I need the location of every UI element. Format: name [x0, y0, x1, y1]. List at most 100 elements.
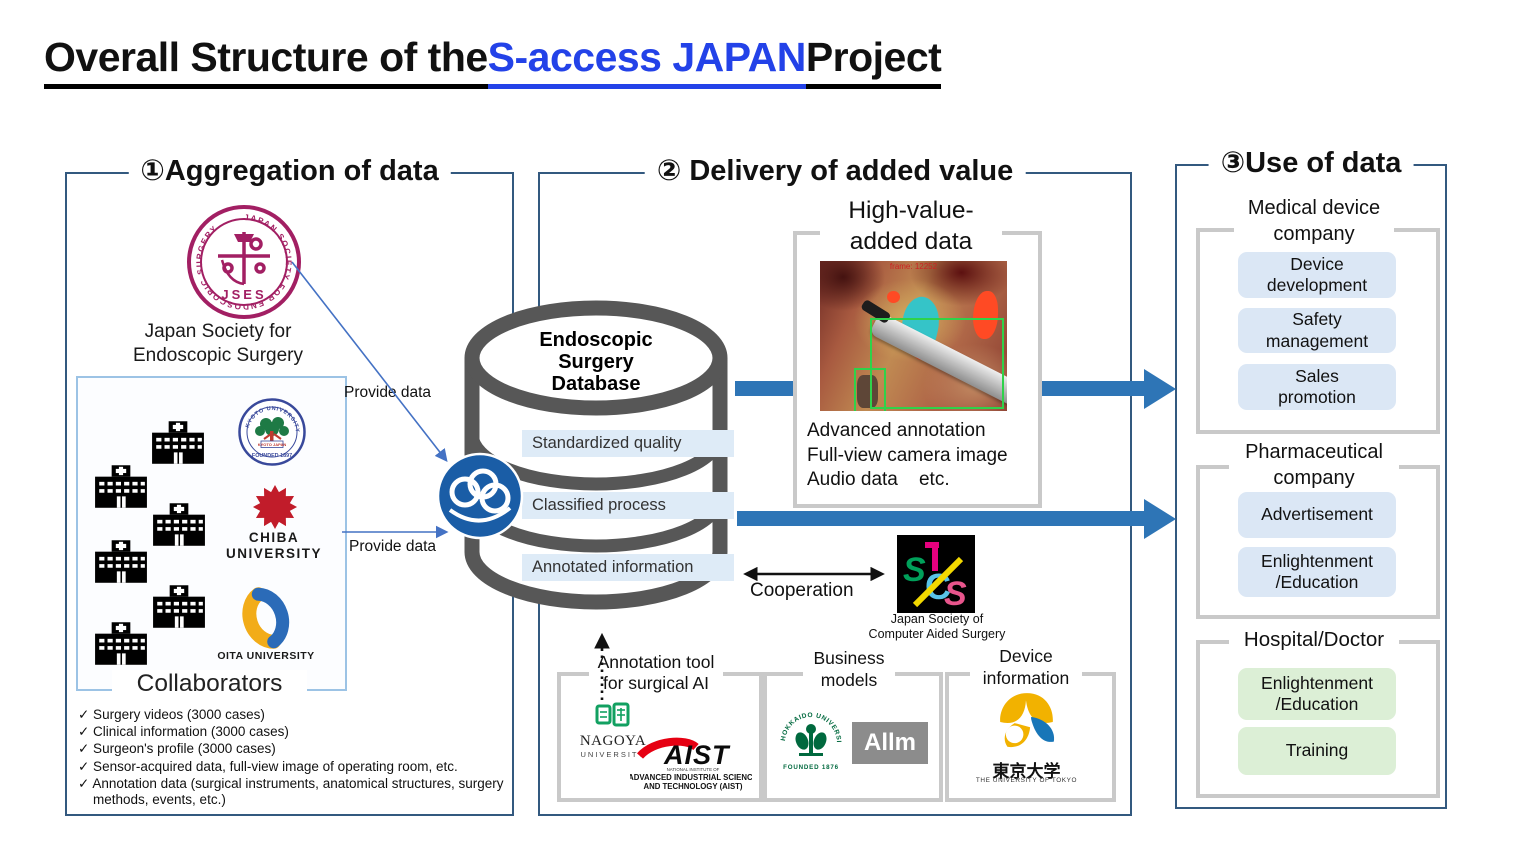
database-band-annotated: Annotated information [522, 554, 734, 581]
nagoya-emblem-icon [595, 702, 630, 727]
hospital-icon [95, 540, 147, 583]
oita-university-logo-icon [242, 587, 290, 649]
checklist-item: ✓ Sensor-acquired data, full-view image … [78, 758, 458, 774]
database-title-line2: Surgery [558, 351, 634, 373]
kyoto-university-logo-icon: KYOTO UNIVERSITY KYOTO JAPAN FOUNDED 189… [238, 398, 306, 466]
business-models-title: Business models [803, 648, 895, 692]
jses-society-logo-icon: JAPAN SOCIETY FOR ENDOSCOPIC SURGERY JSE… [187, 205, 301, 319]
pill-line: development [1266, 275, 1368, 295]
tissue-dark-patch [857, 375, 878, 408]
database-title-line1: Endoscopic [539, 329, 652, 351]
jscas-caption-line1: Japan Society of [890, 612, 984, 626]
utokyo-ginkgo-logo-icon [1000, 693, 1055, 748]
jscas-logo-icon: S C S [897, 535, 975, 613]
jses-acronym: JSES [221, 287, 266, 302]
checklist-item: ✓ Surgery videos (3000 cases) [78, 707, 265, 722]
use-item-sales-promotion: Sales promotion [1238, 364, 1396, 410]
pill-line: management [1265, 330, 1369, 351]
aist-line3: AND TECHNOLOGY (AIST) [643, 782, 742, 791]
database-band-standardized: Standardized quality [522, 430, 734, 457]
pill-line: Training [1285, 740, 1349, 761]
hokkaido-founded-text: FOUNDED 1876 [783, 764, 839, 771]
data-checklist: ✓ Surgery videos (3000 cases) ✓ Clinical… [78, 707, 513, 809]
medical-device-company-title: Medical device company [1234, 196, 1394, 248]
pill-line: promotion [1278, 387, 1356, 407]
jses-society-name: Japan Society for Endoscopic Surgery [132, 321, 304, 366]
jscas-caption: Japan Society of Computer Aided Surgery [862, 612, 1012, 642]
segmentation-red-overlay [973, 291, 998, 339]
pharmaceutical-company-title: Pharmaceutical company [1229, 440, 1399, 492]
use-item-enlightenment-education-hospital: Enlightenment /Education [1238, 668, 1396, 720]
high-value-feature-list: Advanced annotation Full-view camera ima… [807, 419, 1008, 493]
use-item-advertisement: Advertisement [1238, 492, 1396, 538]
chiba-university-logo-icon [252, 484, 298, 530]
aist-logo: AIST NATIONAL INSTITUTE OF ADVANCED INDU… [630, 737, 752, 791]
annotated-surgery-image: frame: 12252 [820, 261, 1007, 411]
provide-data-label-bottom: Provide data [349, 538, 437, 555]
hospital-icon [153, 585, 205, 628]
page-title-part1: Overall Structure of the [44, 34, 488, 89]
chiba-university-name: CHIBA UNIVERSITY [225, 530, 322, 561]
pill-line: Safety [1292, 309, 1342, 330]
nagoya-university-logo: NAGOYA UNIVERSITY [567, 702, 659, 759]
use-item-training: Training [1238, 727, 1396, 775]
allm-logo: Allm [852, 722, 928, 764]
page-title-highlight: S-access JAPAN [487, 34, 806, 89]
feature-line: Advanced annotation [807, 420, 986, 441]
checklist-item: ✓ Annotation data (surgical instruments,… [78, 775, 504, 807]
high-value-added-data-title: High-value- added data [820, 195, 1002, 258]
aist-line1: NATIONAL INSTITUTE OF [667, 767, 720, 772]
use-item-safety-management: Safety management [1238, 308, 1396, 353]
svg-text:HOKKAIDO UNIVERSITY: HOKKAIDO UNIVERSITY [773, 703, 842, 743]
frame-counter-label: frame: 12252 [889, 262, 938, 271]
cooperation-label: Cooperation [750, 580, 854, 601]
pill-line: Advertisement [1261, 504, 1373, 525]
jscas-caption-line2: Computer Aided Surgery [868, 627, 1006, 641]
page-title: Overall Structure of the S-access JAPAN … [44, 34, 942, 89]
utokyo-sub: THE UNIVERSITY OF TOKYO [975, 777, 1078, 784]
section-delivery-title: ② Delivery of added value [644, 153, 1026, 188]
hospital-icon [153, 503, 205, 546]
hokkaido-university-logo-icon: HOKKAIDO UNIVERSITY FOUNDED 1876 [773, 703, 842, 771]
feature-line: Audio data etc. [807, 469, 950, 490]
hokkaido-rim-text: HOKKAIDO UNIVERSITY [773, 703, 841, 743]
hospital-doctor-title: Hospital/Doctor [1229, 627, 1399, 654]
feature-line: Full-view camera image [807, 444, 1008, 466]
arrow-database-to-use-bottom [737, 511, 1145, 526]
nagoya-name: NAGOYA [579, 733, 647, 749]
hospital-icon [95, 622, 147, 665]
use-item-device-development: Device development [1238, 252, 1396, 298]
high-value-title-line2: added data [849, 228, 973, 256]
checklist-item: ✓ Surgeon's profile (3000 cases) [78, 741, 276, 757]
pill-line: Enlightenment [1261, 672, 1373, 693]
bounding-box-large [870, 318, 1004, 409]
provide-data-label-top: Provide data [344, 384, 432, 401]
aist-line2: ADVANCED INDUSTRIAL SCIENCE [630, 773, 752, 782]
bounding-box-small [853, 367, 886, 411]
section-aggregation: ①Aggregation of data [65, 153, 514, 816]
svg-text:S: S [903, 551, 926, 589]
allm-name: Allm [863, 729, 916, 756]
device-information-title: Device information [970, 646, 1082, 690]
database-band-classified: Classified process [522, 492, 734, 519]
pill-line: /Education [1275, 694, 1359, 714]
pill-line: Device [1290, 253, 1344, 274]
nagoya-sub: UNIVERSITY [580, 750, 646, 759]
pill-line: Sales [1295, 365, 1339, 386]
kyoto-founded-text: FOUNDED 1897 [252, 453, 292, 459]
annotation-tool-title: Annotation tool for surgical AI [589, 652, 723, 695]
hospital-icon [95, 465, 147, 508]
utokyo-kanji: 東京大学 [992, 762, 1061, 781]
aist-name: AIST [663, 740, 731, 770]
use-item-enlightenment-education-pharma: Enlightenment /Education [1238, 547, 1396, 597]
hospital-icon [152, 421, 204, 464]
kyoto-banner-text: KYOTO JAPAN [258, 442, 287, 447]
pill-line: /Education [1275, 572, 1359, 592]
consortium-rings-logo-icon [436, 452, 524, 540]
page-title-part2: Project [805, 34, 942, 89]
checklist-item: ✓ Clinical information (3000 cases) [78, 724, 289, 740]
database-title-line3: Database [552, 373, 641, 395]
high-value-title-line1: High-value- [848, 197, 974, 224]
section-aggregation-title: ①Aggregation of data [128, 153, 451, 188]
section-use: ③Use of data [1175, 145, 1447, 809]
